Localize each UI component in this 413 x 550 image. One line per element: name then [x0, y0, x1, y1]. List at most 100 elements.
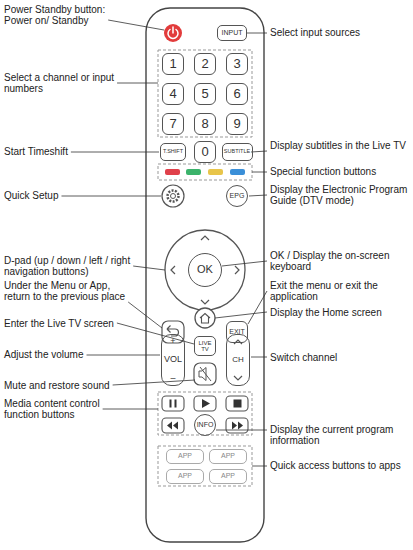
callout-text: Display the current program information [270, 424, 393, 446]
button-text: 0 [201, 145, 208, 159]
button-text: VOL [164, 355, 182, 364]
remote-button: 1 [162, 53, 184, 75]
callout-label: Mute and restore sound [4, 380, 136, 391]
leader-line [248, 291, 267, 324]
remote-button: 4 [162, 83, 184, 105]
callout-label: Switch channel [270, 352, 408, 363]
button-text: 4 [169, 87, 176, 101]
button-text: 8 [201, 117, 208, 131]
remote-button: INFO [194, 414, 216, 436]
callout-text: Display subtitles in the Live TV [270, 140, 406, 151]
button-text: 6 [233, 87, 240, 101]
button-text: 1 [169, 57, 176, 71]
color-buttons [165, 169, 245, 175]
leader-line [103, 409, 158, 410]
button-text: 7 [169, 117, 176, 131]
remote-button: 5 [194, 83, 216, 105]
callout-text: Mute and restore sound [4, 380, 110, 391]
leader-line [87, 355, 161, 356]
leader-line [222, 261, 267, 266]
callout-label: Adjust the volume [4, 349, 136, 360]
callout-label: OK / Display the on-screen keyboard [270, 250, 408, 272]
group-frame [158, 50, 252, 486]
button-text: – [170, 374, 175, 383]
callout-label: Media content control function buttons [4, 398, 136, 420]
button-text: INFO [197, 421, 214, 428]
leader-line [108, 20, 164, 30]
callout-text: Quick access buttons to apps [270, 460, 401, 471]
remote-body [146, 8, 264, 542]
callout-text: Quick Setup [4, 190, 58, 201]
mute-button [194, 363, 216, 385]
callout-label: Select input sources [270, 27, 408, 38]
callout-text: Under the Menu or App, return to the pre… [4, 280, 125, 302]
button-text: 9 [233, 117, 240, 131]
callout-text: Start Timeshift [4, 146, 68, 157]
leader-line [128, 302, 162, 328]
leader-line [252, 172, 267, 173]
callout-label: Under the Menu or App, return to the pre… [4, 280, 136, 302]
callout-label: Power Standby button: Power on/ Standby [4, 4, 136, 26]
leader-line [133, 266, 165, 270]
app-button: APP [209, 449, 247, 464]
callout-text: Enter the Live TV screen [4, 318, 114, 329]
callout-text: OK / Display the on-screen keyboard [270, 250, 390, 272]
app-button: APP [209, 469, 247, 484]
leader-line [215, 312, 267, 318]
callout-text: Media content control function buttons [4, 398, 100, 420]
callout-label: D-pad (up / down / left / right navigati… [4, 255, 136, 277]
button-text: APP [221, 472, 235, 479]
button-text: APP [178, 452, 192, 459]
remote-button: EXIT [226, 321, 248, 343]
button-text: T.SHIFT [163, 149, 183, 155]
settings-button [162, 185, 184, 207]
remote-button: 8 [194, 113, 216, 135]
callout-text: Special function buttons [270, 166, 376, 177]
button-text: 5 [201, 87, 208, 101]
leader-line [113, 380, 195, 385]
button-text: APP [178, 472, 192, 479]
callout-label: Display the current program information [270, 424, 408, 446]
button-text: 2 [201, 57, 208, 71]
remote-button: 0 [194, 141, 216, 163]
callout-label: Exit the menu or exit the application [270, 280, 408, 302]
callout-label: Quick Setup [4, 190, 136, 201]
button-text: CH [232, 356, 244, 364]
callout-label: Display subtitles in the Live TV [270, 140, 408, 151]
leader-line [247, 33, 267, 34]
leader-line [117, 323, 194, 344]
remote-button: EPG [226, 185, 248, 207]
button-text: + [170, 337, 175, 346]
callout-text: Switch channel [270, 352, 337, 363]
callout-text: Select a channel or input numbers [4, 72, 114, 94]
callout-text: Adjust the volume [4, 349, 84, 360]
leader-line [251, 357, 267, 358]
leader-line [216, 430, 267, 431]
app-button: APP [166, 449, 204, 464]
callout-label: Display the Electronic Program Guide (DT… [270, 184, 408, 206]
button-text: OK [197, 264, 213, 276]
callout-text: Display the Electronic Program Guide (DT… [270, 184, 407, 206]
power-button [164, 24, 182, 42]
remote-button: T.SHIFT [160, 143, 186, 161]
button-text: 3 [233, 57, 240, 71]
callout-text: Select input sources [270, 27, 360, 38]
home-button [195, 308, 215, 328]
leader-line [71, 152, 159, 153]
callout-label: Special function buttons [270, 166, 408, 177]
power-symbol [168, 27, 178, 38]
leader-line [61, 196, 161, 197]
button-text: INPUT [222, 29, 243, 36]
remote-button: INPUT [217, 25, 247, 41]
volume-rocker: + VOL – [161, 334, 185, 386]
leader-line [249, 195, 267, 196]
leader-line [252, 466, 267, 467]
button-text: LIVE TV [197, 340, 213, 353]
app-button: APP [166, 469, 204, 484]
button-text: APP [221, 452, 235, 459]
callout-label: Start Timeshift [4, 146, 136, 157]
callout-label: Display the Home screen [270, 307, 408, 318]
callout-label: Select a channel or input numbers [4, 72, 136, 94]
callout-label: Quick access buttons to apps [270, 460, 408, 471]
remote-button: 7 [162, 113, 184, 135]
